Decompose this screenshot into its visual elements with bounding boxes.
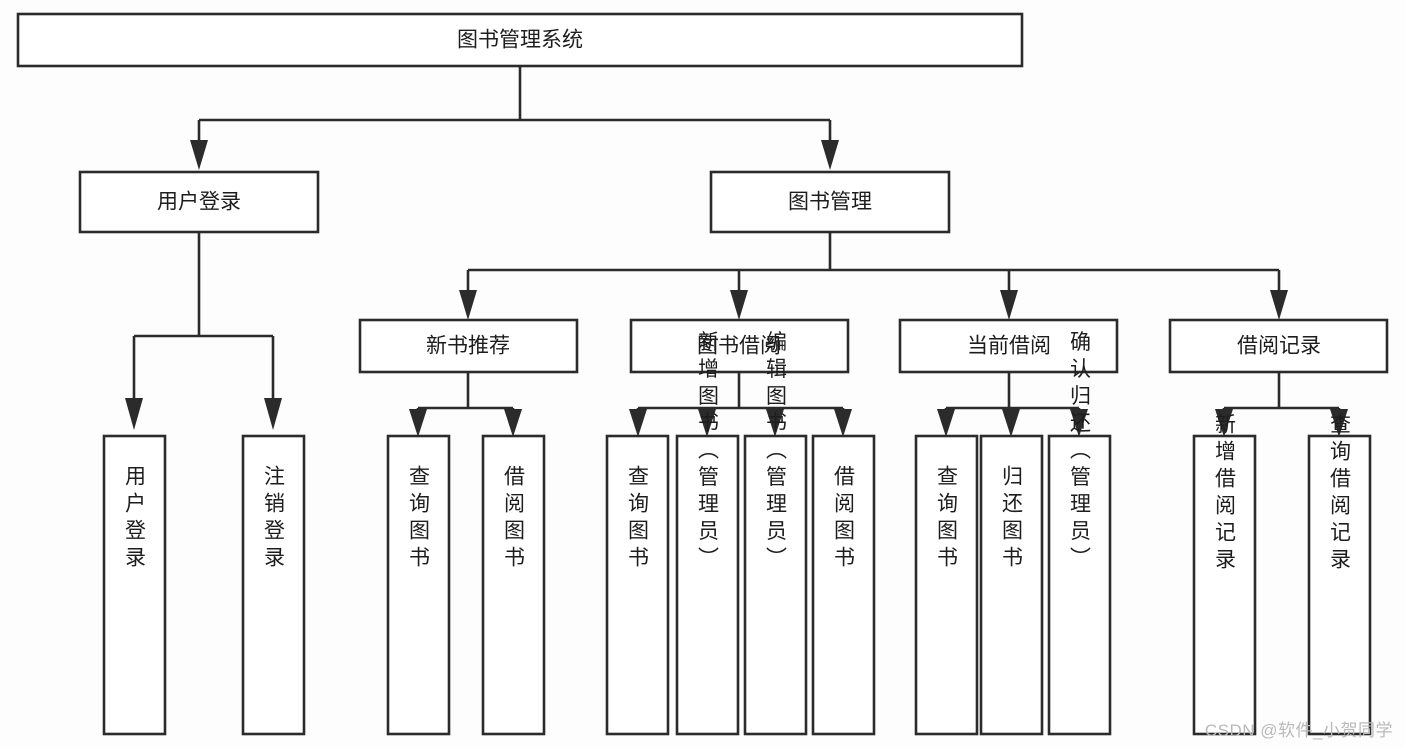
leaf-user-login-logout-label: 注销登录 <box>262 465 286 573</box>
arrow-head-icon <box>125 398 143 430</box>
leaf-current-borrow-confirm-label: 确认归还（管理员） <box>1068 331 1092 574</box>
leaf-user-login-login-label: 用户登录 <box>123 465 147 573</box>
arrow-head-icon <box>937 409 955 437</box>
leaf-book-borrow-query-label: 查询图书 <box>626 465 650 573</box>
node-borrow-record[interactable]: 借阅记录 <box>1168 318 1389 374</box>
arrow-head-icon <box>1070 409 1088 437</box>
leaf-current-borrow-return-label: 归还图书 <box>1000 465 1024 573</box>
connector-user-login-to-leaves <box>125 232 282 430</box>
arrow-head-icon <box>730 290 748 320</box>
arrow-head-icon <box>629 409 647 437</box>
leaf-user-login-logout[interactable]: 注销登录 <box>241 434 306 736</box>
leaf-current-borrow-return[interactable]: 归还图书 <box>979 434 1044 736</box>
arrow-head-icon <box>821 140 839 170</box>
arrow-head-icon <box>264 398 282 430</box>
leaf-current-borrow-confirm[interactable]: 确认归还（管理员） <box>1047 331 1112 736</box>
connector-book-borrow-to-leaves <box>629 372 852 437</box>
leaf-new-book-query[interactable]: 查询图书 <box>386 434 451 736</box>
leaf-borrow-record-add-label: 新增借阅记录 <box>1213 413 1237 575</box>
leaf-new-book-borrow[interactable]: 借阅图书 <box>481 434 546 736</box>
leaf-borrow-record-add[interactable]: 新增借阅记录 <box>1192 413 1257 736</box>
node-book-manage[interactable]: 图书管理 <box>709 170 951 234</box>
leaf-new-book-borrow-label: 借阅图书 <box>502 465 526 573</box>
arrow-head-icon <box>766 409 784 437</box>
node-book-borrow[interactable]: 图书借阅 <box>629 318 850 374</box>
node-borrow-record-label: 借阅记录 <box>1237 335 1321 358</box>
connector-book-manage-to-level3 <box>459 232 1288 320</box>
node-root-label: 图书管理系统 <box>457 29 583 52</box>
leaf-borrow-record-query-label: 查询借阅记录 <box>1328 413 1352 575</box>
arrow-head-icon <box>1330 409 1348 437</box>
node-new-book-recommend[interactable]: 新书推荐 <box>358 318 579 374</box>
arrow-head-icon <box>1215 409 1233 437</box>
node-current-borrow-label: 当前借阅 <box>967 335 1051 358</box>
connector-borrow-record-to-leaves <box>1215 372 1348 437</box>
node-user-login[interactable]: 用户登录 <box>78 170 320 234</box>
arrow-head-icon <box>1000 290 1018 320</box>
arrow-head-icon <box>504 409 522 437</box>
leaf-borrow-record-query[interactable]: 查询借阅记录 <box>1307 413 1372 736</box>
leaf-new-book-query-label: 查询图书 <box>407 465 431 573</box>
arrow-head-icon <box>834 409 852 437</box>
leaf-book-borrow-edit[interactable]: 编辑图书（管理员） <box>743 331 808 736</box>
leaf-user-login-login[interactable]: 用户登录 <box>102 434 167 736</box>
leaf-current-borrow-query-label: 查询图书 <box>935 465 959 573</box>
leaf-book-borrow-query[interactable]: 查询图书 <box>605 434 670 736</box>
leaf-book-borrow-edit-label: 编辑图书（管理员） <box>764 331 788 574</box>
connector-current-borrow-to-leaves <box>937 372 1088 437</box>
node-book-borrow-label: 图书借阅 <box>697 335 781 358</box>
leaf-book-borrow-add-label: 新增图书（管理员） <box>696 331 720 574</box>
node-book-manage-label: 图书管理 <box>788 191 872 214</box>
arrow-head-icon <box>459 290 477 320</box>
leaf-book-borrow-borrow[interactable]: 借阅图书 <box>811 434 876 736</box>
node-user-login-label: 用户登录 <box>157 191 241 214</box>
arrow-head-icon <box>698 409 716 437</box>
arrow-head-icon <box>190 140 208 170</box>
node-current-borrow[interactable]: 当前借阅 <box>898 318 1119 374</box>
connector-root-to-level2 <box>190 66 839 170</box>
leaf-book-borrow-add[interactable]: 新增图书（管理员） <box>675 331 740 736</box>
leaf-current-borrow-query[interactable]: 查询图书 <box>914 434 979 736</box>
connector-new-book-to-leaves <box>409 372 522 437</box>
node-new-book-recommend-label: 新书推荐 <box>426 335 510 358</box>
node-root[interactable]: 图书管理系统 <box>16 12 1024 68</box>
arrow-head-icon <box>1002 409 1020 437</box>
arrow-head-icon <box>409 409 427 437</box>
arrow-head-icon <box>1270 290 1288 320</box>
leaf-book-borrow-borrow-label: 借阅图书 <box>832 465 856 573</box>
